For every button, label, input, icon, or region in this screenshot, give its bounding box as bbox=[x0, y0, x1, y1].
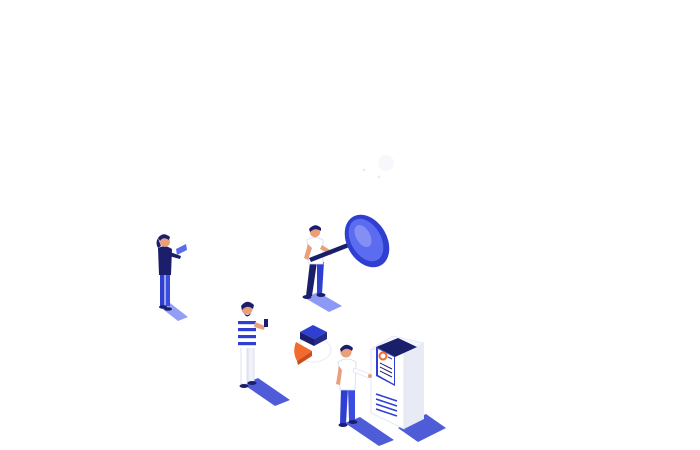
person-striped-shirt-phone bbox=[237, 301, 290, 406]
person-reading-tablet bbox=[156, 234, 188, 321]
floor-shadow bbox=[305, 292, 342, 312]
person-with-magnifier bbox=[302, 214, 390, 312]
kiosk-screen bbox=[376, 338, 417, 357]
phone-icon bbox=[264, 319, 268, 327]
person-at-kiosk bbox=[336, 344, 394, 446]
report-kiosk bbox=[370, 335, 446, 442]
floor-shadow bbox=[345, 417, 394, 446]
donut-chart-icon bbox=[378, 351, 388, 361]
pie-chart-icon bbox=[294, 325, 332, 365]
floor-shadow bbox=[243, 378, 290, 406]
magnifying-glass-icon bbox=[344, 214, 390, 268]
tablet-icon bbox=[176, 244, 187, 255]
floor-shadow bbox=[398, 414, 446, 442]
sparkle-icon bbox=[362, 155, 394, 179]
